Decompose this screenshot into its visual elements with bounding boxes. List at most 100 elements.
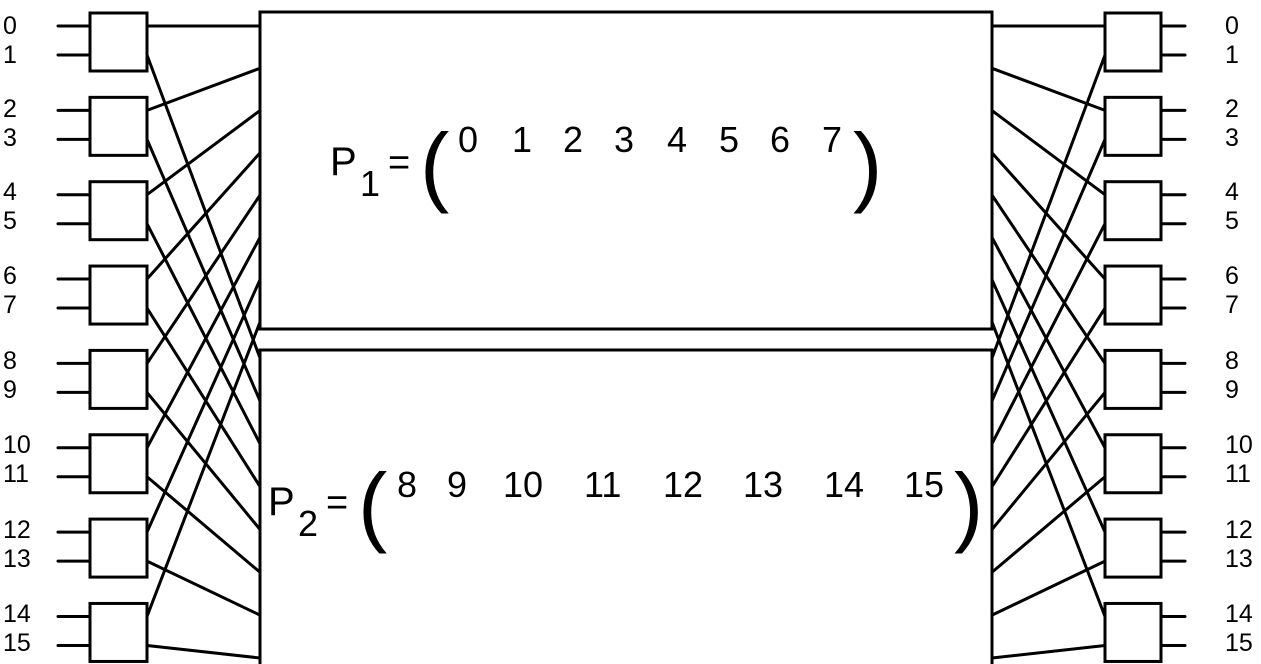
right-port-label: 10 <box>1225 431 1253 459</box>
p2-value: 12 <box>663 464 703 505</box>
p2-value: 14 <box>824 464 864 505</box>
right-port-label: 11 <box>1225 460 1251 488</box>
right-shuffle-wire <box>990 193 1107 365</box>
left-shuffle-wire <box>145 137 262 403</box>
left-switch-box <box>88 433 149 495</box>
left-switch-box <box>88 11 149 73</box>
p1-subscript: 1 <box>360 163 380 204</box>
left-shuffle-wire <box>145 222 262 446</box>
right-switch-box <box>1103 180 1163 242</box>
p1-value: 3 <box>614 119 634 160</box>
left-port-label: 3 <box>3 124 17 152</box>
left-port-label: 9 <box>3 376 17 404</box>
p2-equals: = <box>326 482 348 524</box>
right-port-label: 5 <box>1225 207 1239 235</box>
left-port-label: 0 <box>3 12 17 40</box>
p2-value: 10 <box>503 464 543 505</box>
left-port-label: 12 <box>3 516 31 544</box>
right-shuffle-wire <box>990 151 1107 281</box>
p2-symbol: P <box>268 480 295 524</box>
right-switch-box <box>1103 601 1163 663</box>
left-port-label: 4 <box>3 178 17 206</box>
p1-value: 0 <box>458 119 478 160</box>
right-port-label: 6 <box>1225 262 1239 290</box>
right-port-label: 2 <box>1225 95 1239 123</box>
right-switch-box <box>1103 348 1163 410</box>
switch-layer <box>88 11 1163 663</box>
left-port-label: 2 <box>3 95 17 123</box>
p2-value: 9 <box>447 464 467 505</box>
right-shuffle-wire <box>990 109 1107 197</box>
left-port-label: 11 <box>3 460 29 488</box>
p1-close-paren: ) <box>853 115 882 214</box>
right-shuffle-wire <box>990 320 1107 618</box>
right-shuffle-wire <box>990 235 1107 450</box>
left-port-label: 8 <box>3 347 17 375</box>
left-switch-box <box>88 348 149 410</box>
left-shuffle-wire <box>145 278 262 534</box>
right-port-label: 8 <box>1225 347 1239 375</box>
left-shuffle-wire <box>145 193 262 365</box>
right-port-label: 13 <box>1225 545 1253 573</box>
left-switch-box <box>88 601 149 663</box>
right-switch-box <box>1103 95 1163 157</box>
p1-values: 0 1 2 3 4 5 6 7 <box>458 119 842 160</box>
left-shuffle-wire <box>145 66 262 112</box>
left-shuffle-wire <box>145 320 262 618</box>
right-port-label: 3 <box>1225 124 1239 152</box>
left-shuffle-wire <box>145 235 262 450</box>
p2-value: 13 <box>743 464 783 505</box>
left-shuffle-wire <box>145 109 262 197</box>
right-switch-box <box>1103 264 1163 326</box>
right-port-label: 9 <box>1225 376 1239 404</box>
p1-open-paren: ( <box>420 115 449 214</box>
right-port-label: 12 <box>1225 516 1253 544</box>
p1-value: 1 <box>512 119 532 160</box>
p2-subscript: 2 <box>298 503 318 544</box>
right-port-label: 15 <box>1225 629 1253 657</box>
permutation-block-p1 <box>258 10 994 331</box>
left-port-label: 1 <box>3 41 17 69</box>
left-port-label: 14 <box>3 600 31 628</box>
p2-value: 11 <box>584 464 621 505</box>
right-shuffle-wire <box>990 66 1107 112</box>
wire-layer <box>56 24 1187 660</box>
left-shuffle-wire <box>145 643 262 660</box>
right-shuffle-wire <box>990 643 1107 660</box>
left-port-label: 7 <box>3 291 17 319</box>
right-port-label: 14 <box>1225 600 1253 628</box>
left-port-label: 15 <box>3 629 31 657</box>
left-switch-box <box>88 264 149 326</box>
right-shuffle-wire <box>990 278 1107 534</box>
permutation-block-p2 <box>258 348 994 664</box>
p2-close-paren: ) <box>954 455 983 554</box>
right-port-label: 7 <box>1225 291 1239 319</box>
p1-equals: = <box>388 142 410 184</box>
p1-value: 6 <box>770 119 790 160</box>
right-port-label: 0 <box>1225 12 1239 40</box>
p2-value: 8 <box>397 464 417 505</box>
left-switch-box <box>88 180 149 242</box>
left-port-label: 13 <box>3 545 31 573</box>
p1-symbol: P <box>330 140 357 184</box>
p1-value: 2 <box>563 119 583 160</box>
p2-values: 8 9 10 11 12 13 14 15 <box>397 464 944 505</box>
right-port-labels: 0 1 2 3 4 5 6 7 8 9 10 11 12 13 14 15 <box>1225 12 1253 657</box>
right-switch-box <box>1103 433 1163 495</box>
left-port-label: 5 <box>3 207 17 235</box>
right-port-label: 1 <box>1225 41 1239 69</box>
left-shuffle-wire <box>145 151 262 281</box>
p1-value: 4 <box>667 119 687 160</box>
p2-value: 15 <box>904 464 944 505</box>
left-port-label: 10 <box>3 431 31 459</box>
right-switch-box <box>1103 517 1163 579</box>
left-port-labels: 0 1 2 3 4 5 6 7 8 9 10 11 12 13 14 15 <box>3 12 31 657</box>
right-shuffle-wire <box>990 53 1107 360</box>
right-shuffle-wire <box>990 222 1107 446</box>
p2-open-paren: ( <box>358 455 387 554</box>
p1-value: 5 <box>719 119 739 160</box>
right-switch-box <box>1103 11 1163 73</box>
p1-value: 7 <box>822 119 842 160</box>
left-shuffle-wire <box>145 53 262 360</box>
